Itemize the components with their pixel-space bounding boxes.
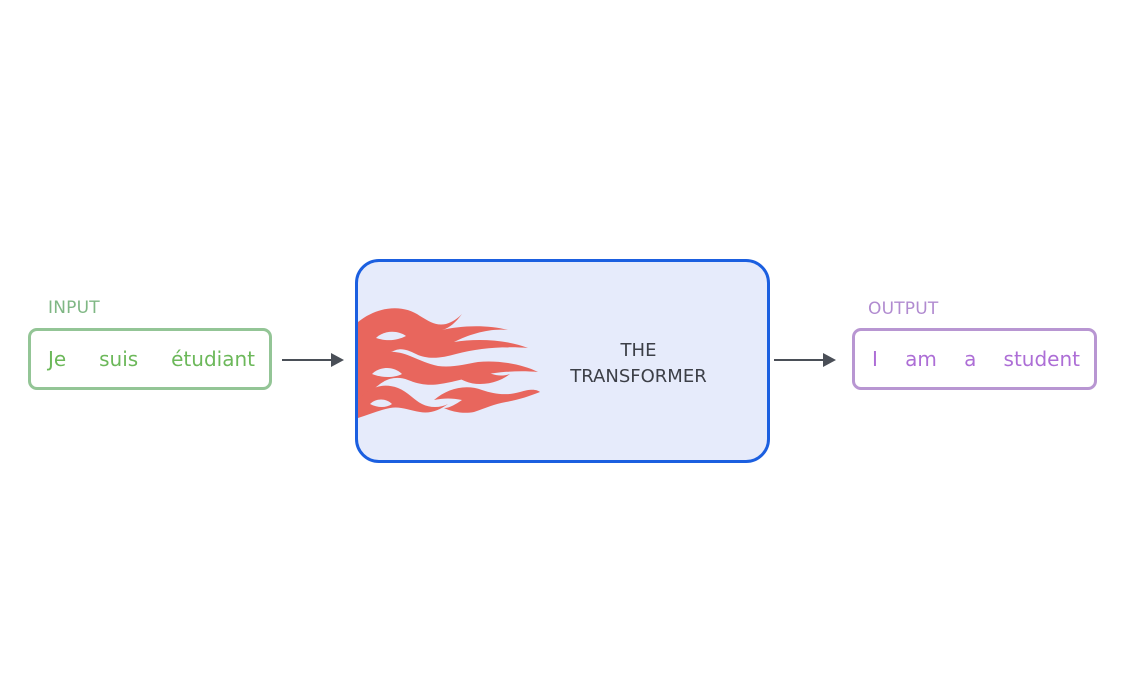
output-word: a bbox=[964, 347, 977, 371]
transformer-to-output-arrow bbox=[774, 353, 836, 367]
output-word: I bbox=[872, 347, 878, 371]
input-word: suis bbox=[99, 347, 139, 371]
transformer-box: THE TRANSFORMER bbox=[355, 259, 770, 463]
transformer-title: THE TRANSFORMER bbox=[546, 338, 731, 390]
output-label: OUTPUT bbox=[868, 299, 939, 319]
input-word: étudiant bbox=[171, 347, 255, 371]
output-sequence-box: I am a student bbox=[852, 328, 1097, 390]
input-to-transformer-arrow bbox=[282, 353, 344, 367]
output-word: student bbox=[1003, 347, 1080, 371]
flame-icon bbox=[358, 308, 540, 418]
input-sequence-box: Je suis étudiant bbox=[28, 328, 272, 390]
transformer-title-line: TRANSFORMER bbox=[570, 366, 707, 387]
input-word: Je bbox=[48, 347, 67, 371]
input-label: INPUT bbox=[48, 298, 100, 318]
output-word: am bbox=[905, 347, 937, 371]
transformer-title-line: THE bbox=[620, 340, 657, 361]
